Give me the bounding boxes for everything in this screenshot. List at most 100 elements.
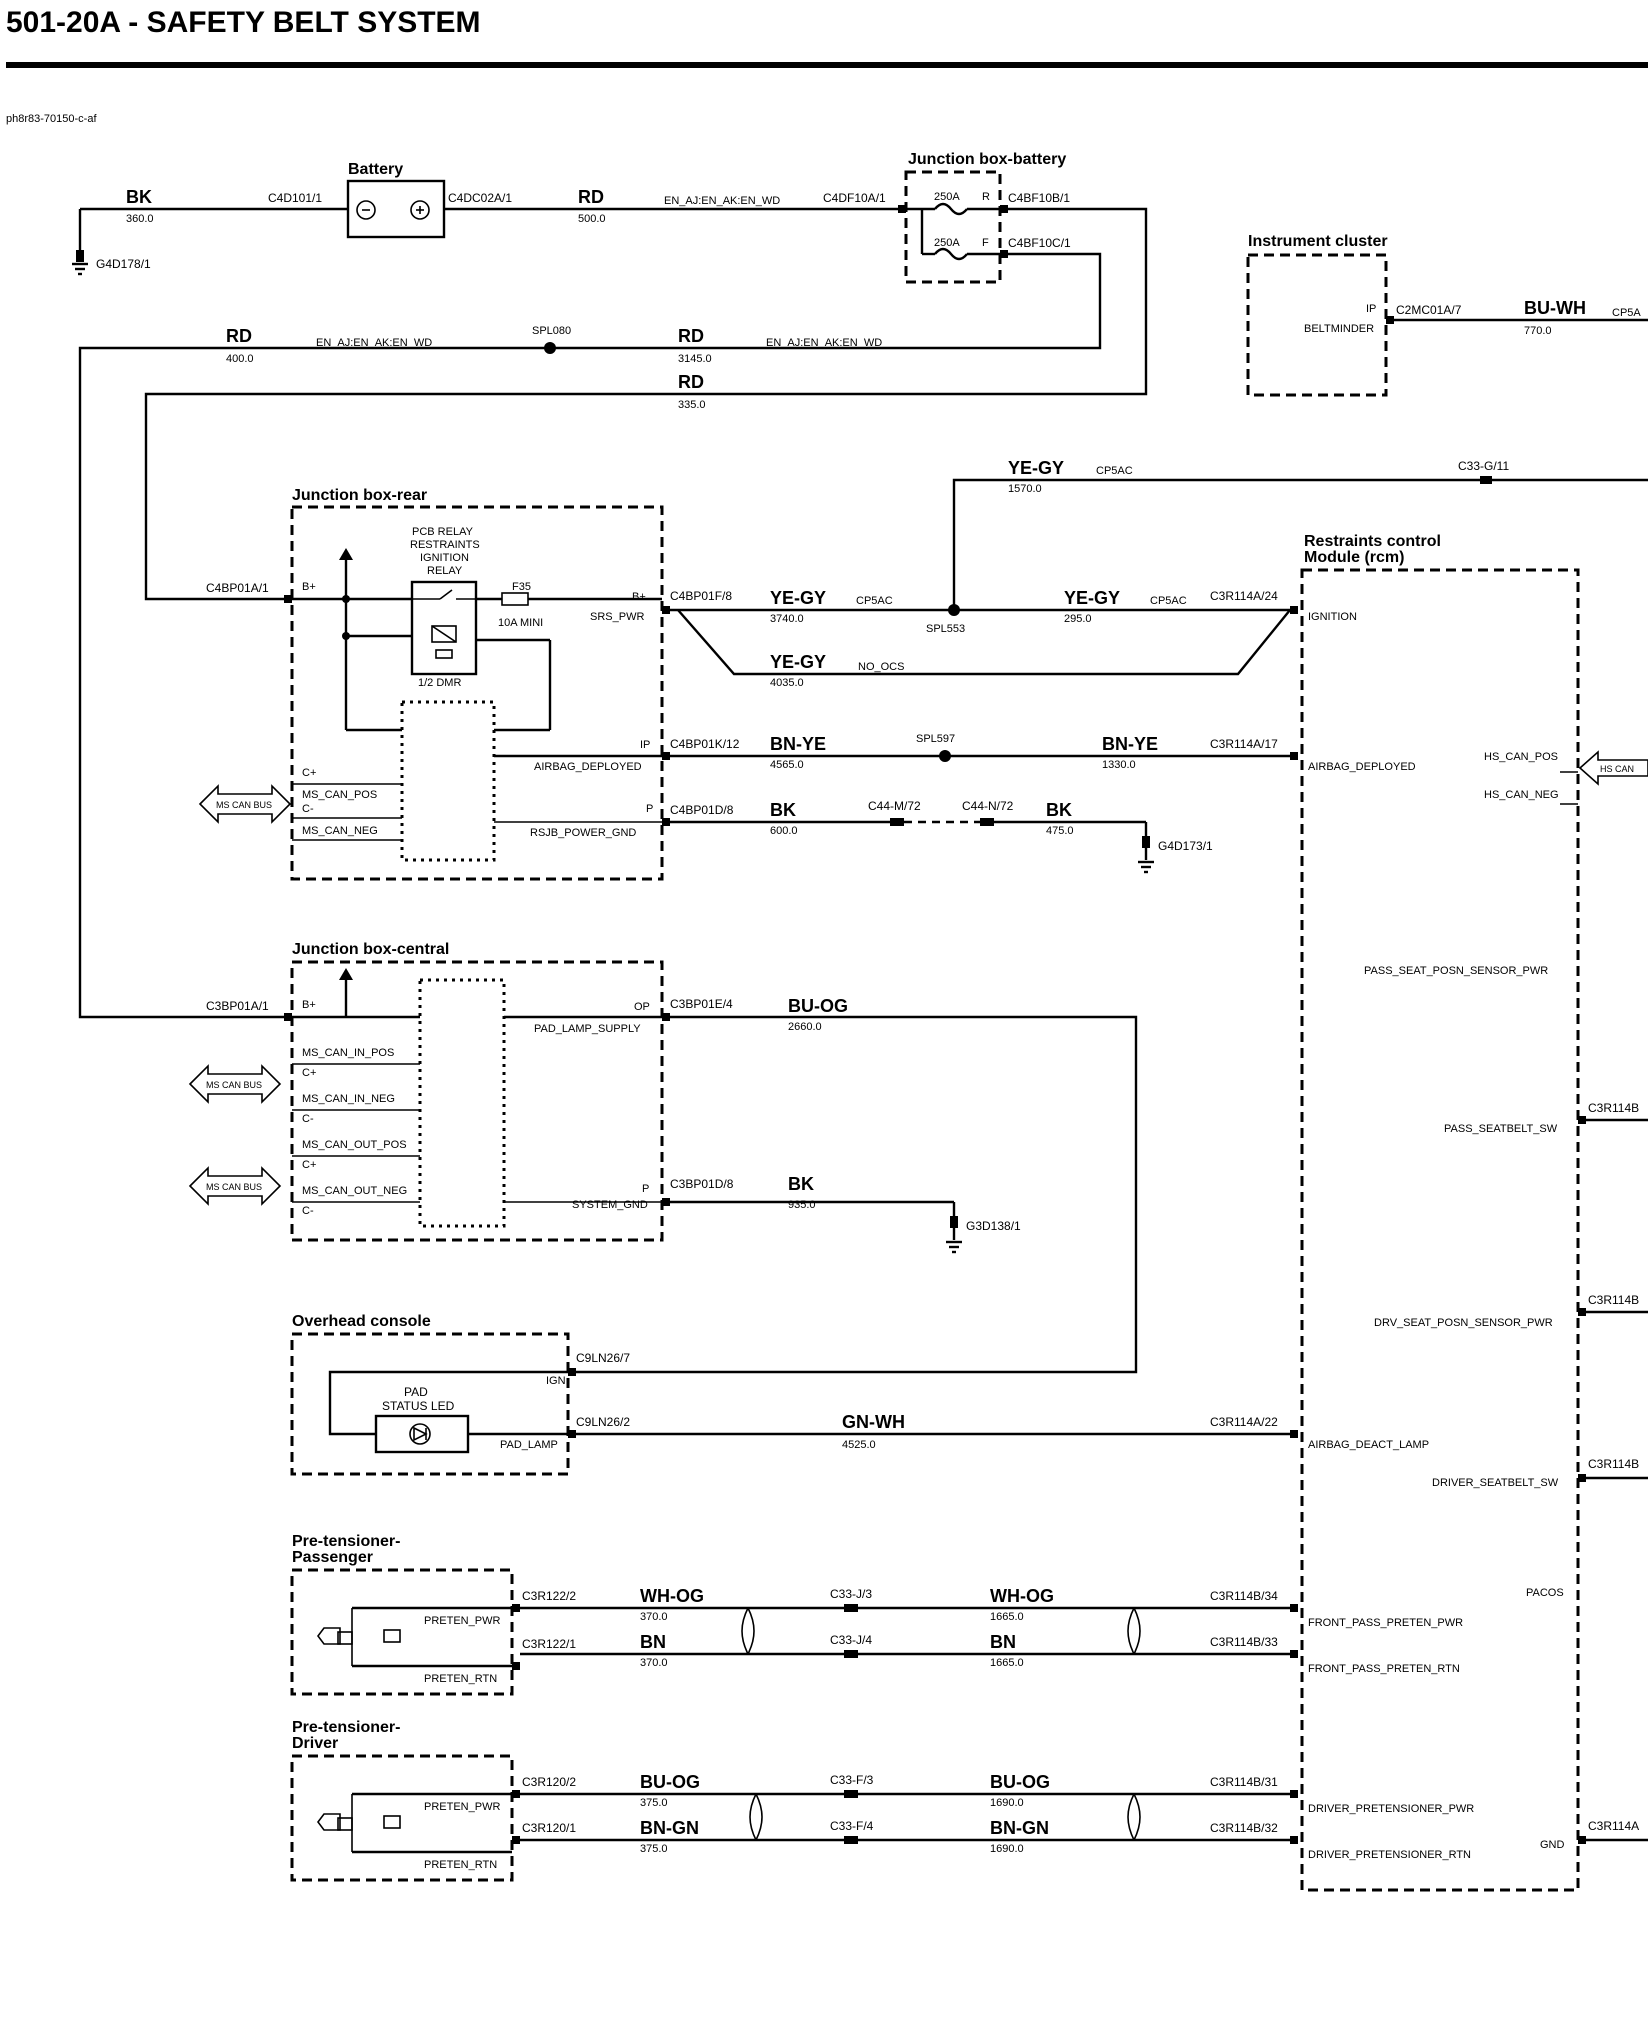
svg-text:PRETEN_PWR: PRETEN_PWR bbox=[424, 1615, 500, 1627]
svg-text:PAD_LAMP: PAD_LAMP bbox=[500, 1439, 558, 1451]
svg-text:C4BP01A/1: C4BP01A/1 bbox=[206, 581, 269, 595]
svg-text:C33-J/4: C33-J/4 bbox=[830, 1633, 872, 1647]
svg-text:C33-G/11: C33-G/11 bbox=[1458, 459, 1509, 473]
relay-label: PCB RELAY bbox=[412, 526, 474, 538]
svg-text:C3R114A/24: C3R114A/24 bbox=[1210, 589, 1278, 603]
pad-status-led bbox=[374, 1414, 470, 1454]
svg-text:B+: B+ bbox=[302, 581, 316, 593]
svg-text:IGN: IGN bbox=[546, 1375, 566, 1387]
svg-text:SPL080: SPL080 bbox=[532, 325, 571, 337]
svg-text:G4D173/1: G4D173/1 bbox=[1158, 839, 1213, 853]
svg-text:Overhead console: Overhead console bbox=[292, 1313, 431, 1330]
wire-color: RD bbox=[578, 187, 604, 207]
svg-text:C9LN26/2: C9LN26/2 bbox=[576, 1415, 630, 1429]
svg-text:MS_CAN_OUT_POS: MS_CAN_OUT_POS bbox=[302, 1139, 407, 1151]
svg-text:IGNITION: IGNITION bbox=[1308, 611, 1357, 623]
svg-text:250A: 250A bbox=[934, 191, 960, 203]
pretensioner-passenger: Pre-tensioner- Passenger PRETEN_PWR PRET… bbox=[290, 1533, 1298, 1696]
svg-text:B+: B+ bbox=[302, 999, 316, 1011]
svg-text:BK: BK bbox=[788, 1174, 814, 1194]
svg-text:375.0: 375.0 bbox=[640, 1843, 668, 1855]
ye-gy-branch: YE-GY 1570.0 CP5AC C33-G/11 bbox=[952, 458, 1648, 610]
svg-text:BN-YE: BN-YE bbox=[1102, 734, 1158, 754]
svg-text:BN-GN: BN-GN bbox=[640, 1818, 699, 1838]
svg-text:NO_OCS: NO_OCS bbox=[858, 661, 904, 673]
svg-text:YE-GY: YE-GY bbox=[770, 652, 826, 672]
svg-text:DRV_SEAT_POSN_SENSOR_PWR: DRV_SEAT_POSN_SENSOR_PWR bbox=[1374, 1317, 1553, 1329]
wire-length: 500.0 bbox=[578, 213, 606, 225]
svg-text:1690.0: 1690.0 bbox=[990, 1843, 1024, 1855]
svg-text:1665.0: 1665.0 bbox=[990, 1611, 1024, 1623]
battery-label: Battery bbox=[348, 161, 403, 178]
svg-text:C-: C- bbox=[302, 1205, 314, 1217]
svg-text:CP5AC: CP5AC bbox=[856, 595, 893, 607]
svg-text:BN: BN bbox=[640, 1632, 666, 1652]
fuse-250a-r bbox=[934, 202, 968, 216]
svg-text:STATUS LED: STATUS LED bbox=[382, 1399, 455, 1413]
svg-text:BN: BN bbox=[990, 1632, 1016, 1652]
svg-text:935.0: 935.0 bbox=[788, 1199, 816, 1211]
svg-text:MS_CAN_NEG: MS_CAN_NEG bbox=[302, 825, 378, 837]
ground-g4d178: G4D178/1 bbox=[96, 257, 151, 271]
svg-text:Pre-tensioner-: Pre-tensioner- bbox=[292, 1533, 400, 1550]
svg-text:C3R114A/22: C3R114A/22 bbox=[1210, 1415, 1278, 1429]
svg-text:C3BP01A/1: C3BP01A/1 bbox=[206, 999, 269, 1013]
svg-text:Driver: Driver bbox=[292, 1735, 338, 1752]
svg-text:RSJB_POWER_GND: RSJB_POWER_GND bbox=[530, 827, 636, 839]
svg-text:PASS_SEATBELT_SW: PASS_SEATBELT_SW bbox=[1444, 1123, 1558, 1135]
svg-text:335.0: 335.0 bbox=[678, 399, 706, 411]
svg-text:C3R114B: C3R114B bbox=[1588, 1293, 1639, 1307]
svg-text:1330.0: 1330.0 bbox=[1102, 759, 1136, 771]
svg-text:4565.0: 4565.0 bbox=[770, 759, 804, 771]
svg-text:CP5AC: CP5AC bbox=[1096, 465, 1133, 477]
svg-text:EN_AJ:EN_AK:EN_WD: EN_AJ:EN_AK:EN_WD bbox=[316, 337, 432, 349]
svg-text:C4BP01K/12: C4BP01K/12 bbox=[670, 737, 740, 751]
svg-text:C3R114B/33: C3R114B/33 bbox=[1210, 1635, 1278, 1649]
svg-text:1/2 DMR: 1/2 DMR bbox=[418, 677, 461, 689]
svg-text:770.0: 770.0 bbox=[1524, 325, 1552, 337]
svg-text:HS CAN: HS CAN bbox=[1600, 764, 1634, 774]
svg-text:CP5A: CP5A bbox=[1612, 307, 1641, 319]
svg-text:C4BP01F/8: C4BP01F/8 bbox=[670, 589, 732, 603]
svg-text:R: R bbox=[982, 191, 990, 203]
connector-c4dc02a: C4DC02A/1 bbox=[448, 191, 512, 205]
svg-text:FRONT_PASS_PRETEN_PWR: FRONT_PASS_PRETEN_PWR bbox=[1308, 1617, 1463, 1629]
svg-text:IP: IP bbox=[1366, 303, 1376, 315]
svg-text:375.0: 375.0 bbox=[640, 1797, 668, 1809]
svg-text:YE-GY: YE-GY bbox=[770, 588, 826, 608]
svg-text:OP: OP bbox=[634, 1001, 650, 1013]
svg-text:YE-GY: YE-GY bbox=[1064, 588, 1120, 608]
svg-text:G3D138/1: G3D138/1 bbox=[966, 1219, 1021, 1233]
svg-text:1690.0: 1690.0 bbox=[990, 1797, 1024, 1809]
svg-text:C+: C+ bbox=[302, 1067, 316, 1079]
svg-text:600.0: 600.0 bbox=[770, 825, 798, 837]
svg-text:C4BP01D/8: C4BP01D/8 bbox=[670, 803, 734, 817]
svg-text:C9LN26/7: C9LN26/7 bbox=[576, 1351, 630, 1365]
svg-text:SPL597: SPL597 bbox=[916, 733, 955, 745]
svg-text:C33-J/3: C33-J/3 bbox=[830, 1587, 872, 1601]
junction-box-central: Junction box-central C3BP01A/1 B+ OP PAD… bbox=[188, 941, 664, 1242]
svg-text:3145.0: 3145.0 bbox=[678, 353, 712, 365]
svg-text:DRIVER_SEATBELT_SW: DRIVER_SEATBELT_SW bbox=[1432, 1477, 1559, 1489]
svg-text:BK: BK bbox=[1046, 800, 1072, 820]
svg-text:Junction box-central: Junction box-central bbox=[292, 941, 449, 958]
svg-text:WH-OG: WH-OG bbox=[990, 1586, 1054, 1606]
restraints-control-module: Restraints control Module (rcm) IGNITION… bbox=[1300, 533, 1648, 1892]
svg-text:C3R120/2: C3R120/2 bbox=[522, 1775, 576, 1789]
svg-text:4525.0: 4525.0 bbox=[842, 1439, 876, 1451]
svg-text:RD: RD bbox=[678, 326, 704, 346]
svg-text:PAD_LAMP_SUPPLY: PAD_LAMP_SUPPLY bbox=[534, 1023, 641, 1035]
svg-text:F35: F35 bbox=[512, 581, 531, 593]
svg-text:AIRBAG_DEACT_LAMP: AIRBAG_DEACT_LAMP bbox=[1308, 1439, 1429, 1451]
svg-text:DRIVER_PRETENSIONER_PWR: DRIVER_PRETENSIONER_PWR bbox=[1308, 1803, 1474, 1815]
svg-text:F: F bbox=[982, 237, 989, 249]
svg-text:MS CAN BUS: MS CAN BUS bbox=[206, 1182, 262, 1192]
svg-text:C3R120/1: C3R120/1 bbox=[522, 1821, 576, 1835]
svg-text:C3BP01D/8: C3BP01D/8 bbox=[670, 1177, 734, 1191]
svg-text:BK: BK bbox=[770, 800, 796, 820]
svg-text:BN-GN: BN-GN bbox=[990, 1818, 1049, 1838]
svg-text:EN_AJ:EN_AK:EN_WD: EN_AJ:EN_AK:EN_WD bbox=[766, 337, 882, 349]
jb-battery-label: Junction box-battery bbox=[908, 151, 1066, 168]
page-title: 501-20A - SAFETY BELT SYSTEM bbox=[6, 6, 481, 39]
